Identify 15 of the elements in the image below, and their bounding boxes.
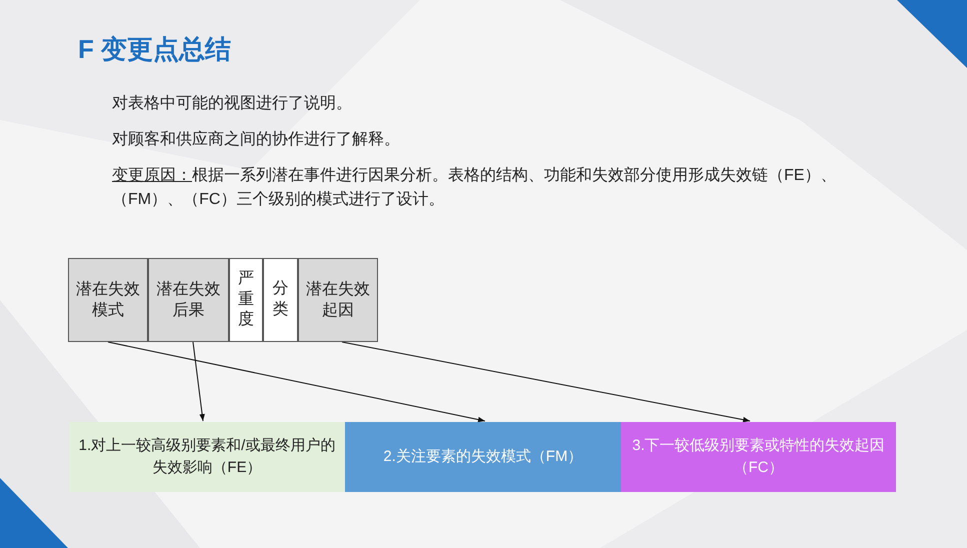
table-header-cell: 潜在失效起因: [298, 258, 378, 342]
slide-title: F 变更点总结: [78, 33, 232, 66]
category-box: 1.对上一较高级别要素和/或最终用户的失效影响（FE）: [69, 422, 345, 492]
table-header-cell: 潜在失效模式: [68, 258, 148, 342]
arrow: [192, 342, 205, 422]
category-box: 3.下一较低级别要素或特性的失效起因（FC）: [621, 422, 896, 492]
table-header-cell: 分类: [263, 258, 298, 342]
category-box: 2.关注要素的失效模式（FM）: [345, 422, 621, 492]
arrow: [108, 342, 486, 422]
body-text: 对表格中可能的视图进行了说明。: [112, 94, 353, 114]
body-text: 对顾客和供应商之间的协作进行了解释。: [112, 130, 401, 150]
table-header-cell: 潜在失效后果: [148, 258, 229, 342]
arrow: [342, 342, 750, 422]
body-text: 变更原因：根据一系列潜在事件进行因果分析。表格的结构、功能和失效部分使用形成失效链（FE）、（FM）、（FC）三个级别的模式进行了设计。: [112, 166, 838, 210]
table-header-cell: 严重度: [229, 258, 263, 342]
